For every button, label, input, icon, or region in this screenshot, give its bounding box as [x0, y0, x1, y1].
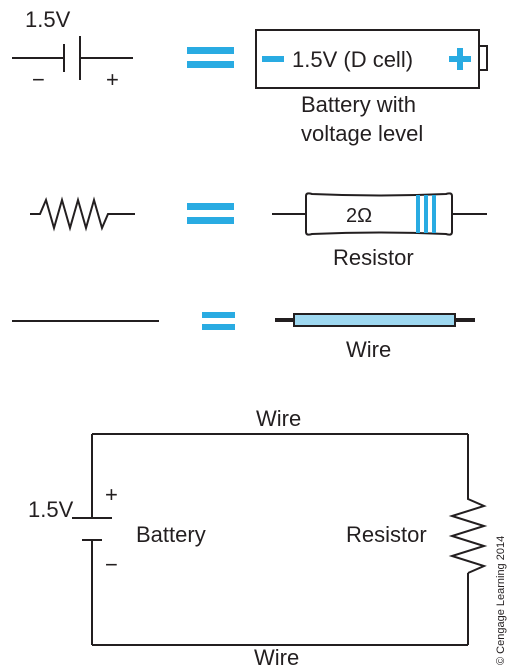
circuit-resistor: [448, 493, 488, 574]
d-cell-battery: 1.5V (D cell): [255, 29, 488, 89]
resistor-caption: Resistor: [333, 245, 414, 270]
resistor-value: 2Ω: [346, 205, 372, 227]
circuit-plus-sign: +: [105, 482, 118, 507]
circuit-battery: [72, 517, 112, 541]
battery-symbol: 1.5V − +: [12, 7, 133, 92]
top-wire-label: Wire: [256, 406, 301, 431]
cell-label: 1.5V (D cell): [292, 47, 413, 72]
circuit-battery-label: Battery: [136, 522, 206, 547]
battery-caption-line2: voltage level: [301, 121, 423, 146]
wire-caption: Wire: [346, 337, 391, 362]
color-band: [424, 195, 428, 233]
circuit-resistor-label: Resistor: [346, 522, 427, 547]
battery-caption-line1: Battery with: [301, 92, 416, 117]
wire-component: [275, 313, 475, 327]
battery-voltage-label: 1.5V: [25, 7, 71, 32]
bottom-wire-label: Wire: [254, 645, 299, 670]
equals-sign-2: [187, 203, 234, 224]
equals-sign-1: [187, 47, 234, 68]
color-band: [416, 195, 420, 233]
resistor-component: 2Ω: [272, 192, 487, 236]
battery-plus-sign: +: [106, 67, 119, 92]
circuit-loop: [91, 433, 469, 646]
copyright-notice: © Cengage Learning 2014: [495, 536, 507, 665]
equals-sign-3: [202, 312, 235, 330]
battery-minus-sign: −: [32, 67, 45, 92]
circuit-voltage-label: 1.5V: [28, 497, 74, 522]
resistor-symbol: [30, 196, 135, 232]
cell-minus-mark: [262, 56, 284, 62]
color-band: [432, 195, 436, 233]
circuit-minus-sign: −: [105, 552, 118, 577]
